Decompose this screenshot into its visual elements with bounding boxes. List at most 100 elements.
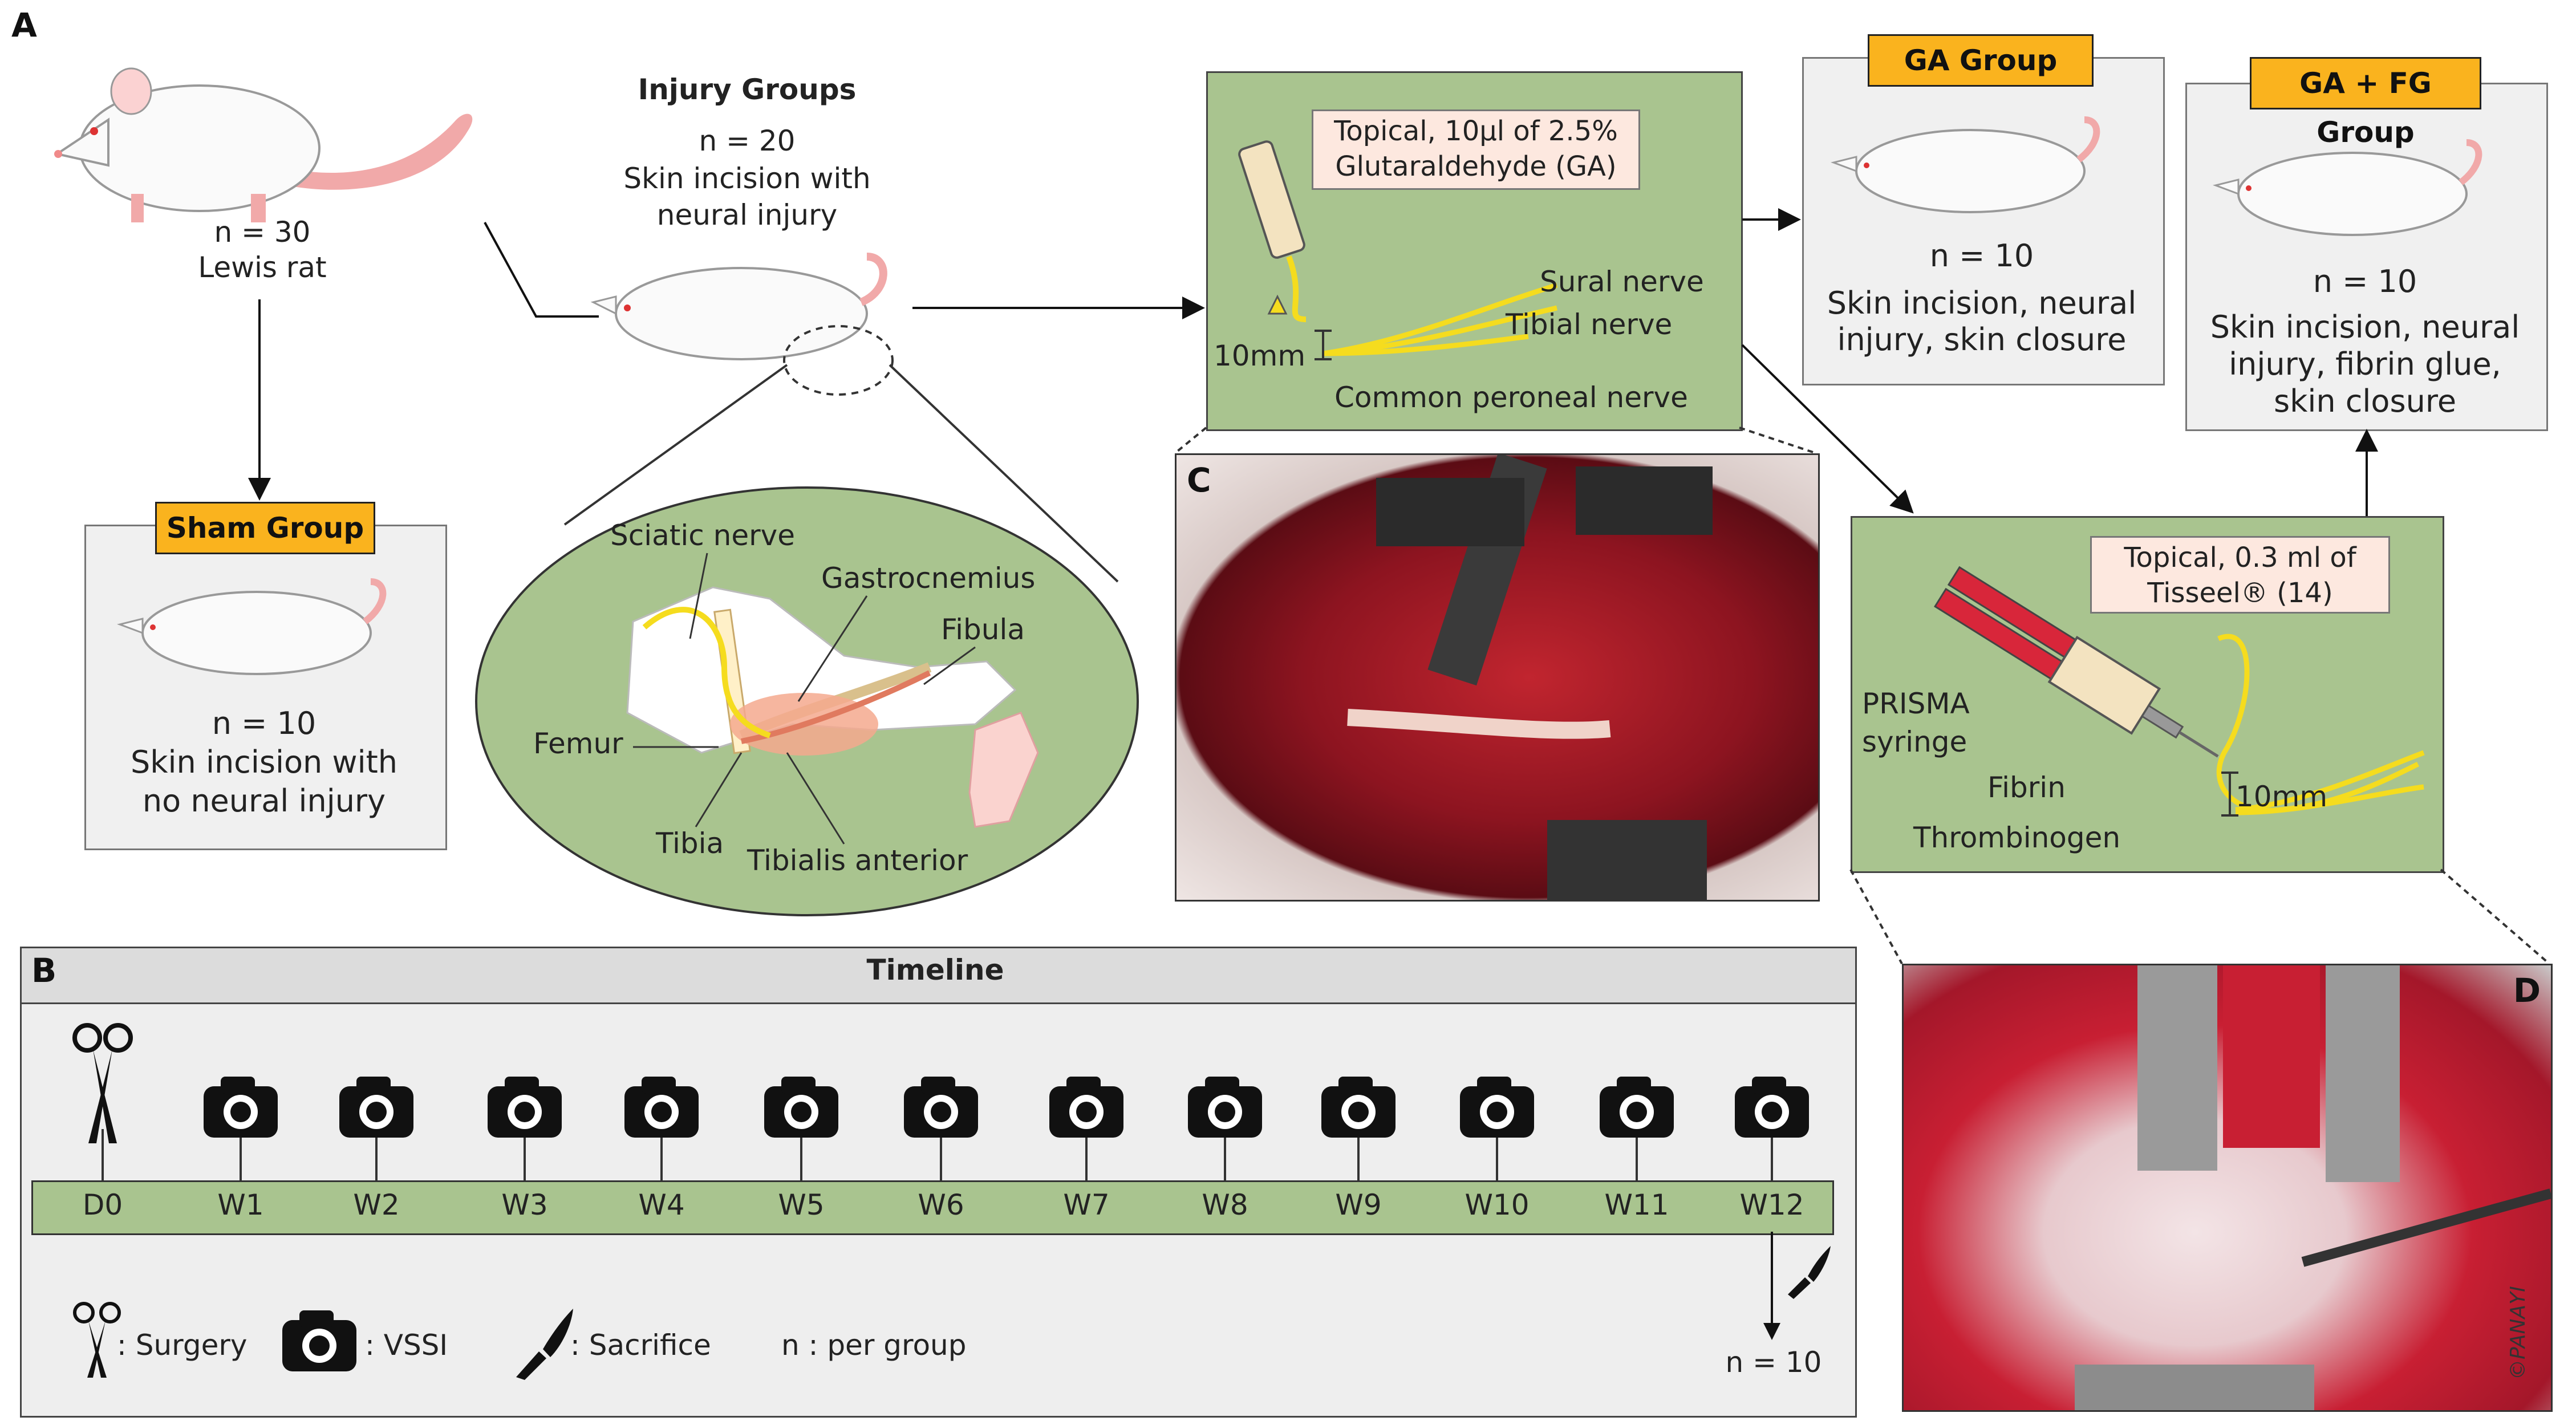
sham-n: n = 10 bbox=[212, 705, 317, 741]
camera-icon bbox=[1460, 1077, 1534, 1138]
timeline-tick bbox=[1357, 1129, 1360, 1182]
ga-group-line2: injury, skin closure bbox=[1837, 322, 2127, 358]
gafg-group-line2: injury, fibrin glue, bbox=[2229, 346, 2501, 382]
label-fibrin: Fibrin bbox=[1987, 771, 2066, 804]
gafg-group-n: n = 10 bbox=[2313, 263, 2417, 299]
label-ga-scale: 10mm bbox=[1214, 339, 1306, 372]
fg-callout-line2: Tisseel® (14) bbox=[2147, 577, 2333, 609]
ga-callout-line1: Topical, 10µl of 2.5% bbox=[1334, 115, 1618, 147]
timeline-tick bbox=[375, 1129, 378, 1182]
timeline-label: W10 bbox=[1465, 1188, 1530, 1221]
gafg-group-line3: skin closure bbox=[2273, 383, 2457, 419]
ga-group-line1: Skin incision, neural bbox=[1827, 285, 2137, 321]
timeline-tick bbox=[240, 1129, 242, 1182]
timeline-tick bbox=[660, 1129, 663, 1182]
timeline-label: W4 bbox=[638, 1188, 685, 1221]
sham-group-box bbox=[84, 525, 447, 850]
scissors-icon bbox=[72, 1023, 133, 1143]
timeline-tick bbox=[524, 1129, 526, 1182]
label-tibia: Tibia bbox=[656, 827, 724, 860]
label-tibial: Tibial nerve bbox=[1506, 308, 1673, 341]
timeline-tick bbox=[800, 1129, 802, 1182]
timeline-track bbox=[31, 1180, 1834, 1235]
camera-icon bbox=[624, 1077, 699, 1138]
ga-callout: Topical, 10µl of 2.5% Glutaraldehyde (GA… bbox=[1312, 109, 1640, 190]
sham-group-tag: Sham Group bbox=[155, 502, 375, 554]
camera-icon bbox=[1188, 1077, 1262, 1138]
timeline-tick bbox=[1636, 1129, 1638, 1182]
label-prisma2: syringe bbox=[1862, 725, 1968, 758]
camera-icon bbox=[764, 1077, 838, 1138]
injury-n: n = 20 bbox=[699, 124, 796, 157]
timeline-label: W8 bbox=[1202, 1188, 1248, 1221]
label-femur: Femur bbox=[533, 727, 623, 760]
ga-group-rat-illustration bbox=[1830, 116, 2100, 213]
label-prisma1: PRISMA bbox=[1862, 687, 1970, 720]
timeline-end-n: n = 10 bbox=[1725, 1346, 1822, 1379]
timeline-tick bbox=[1085, 1129, 1088, 1182]
gafg-group-rat-illustration bbox=[2212, 139, 2482, 236]
sacrifice-icon bbox=[1788, 1246, 1831, 1299]
timeline-header bbox=[20, 947, 1857, 1004]
timeline-label: W12 bbox=[1739, 1188, 1804, 1221]
panel-d-letter: D bbox=[2513, 971, 2541, 1010]
photo-c-overlay bbox=[1347, 455, 1713, 900]
start-label: Lewis rat bbox=[198, 251, 327, 284]
panel-a-letter: A bbox=[11, 6, 37, 44]
camera-icon bbox=[904, 1077, 978, 1138]
camera-icon bbox=[1735, 1077, 1809, 1138]
gafg-group-line1: Skin incision, neural bbox=[2210, 309, 2520, 345]
timeline-label: W9 bbox=[1335, 1188, 1382, 1221]
gafg-group-box bbox=[2185, 83, 2548, 431]
fg-callout-line1: Topical, 0.3 ml of bbox=[2124, 542, 2356, 574]
injury-line1: Skin incision with bbox=[623, 162, 871, 195]
sham-line2: no neural injury bbox=[142, 783, 386, 819]
prisma-syringe-illustration bbox=[1934, 566, 2219, 758]
timeline-tick bbox=[1496, 1129, 1498, 1182]
camera-icon bbox=[488, 1077, 562, 1138]
anatomy-zoom-ellipse bbox=[475, 486, 1139, 916]
label-fibula: Fibula bbox=[941, 613, 1025, 646]
legend-scalpel-icon bbox=[516, 1309, 573, 1380]
timeline-label: W3 bbox=[501, 1188, 548, 1221]
sham-line1: Skin incision with bbox=[131, 744, 397, 780]
label-thrombinogen: Thrombinogen bbox=[1913, 821, 2121, 854]
ga-nerve-illustration bbox=[1315, 282, 1558, 360]
timeline-tick bbox=[1771, 1129, 1773, 1182]
camera-icon bbox=[339, 1077, 413, 1138]
photo-c-surgical-field: C bbox=[1175, 453, 1820, 902]
timeline-label: W2 bbox=[353, 1188, 400, 1221]
legend-camera-icon bbox=[282, 1310, 356, 1371]
sham-rat-illustration bbox=[116, 578, 387, 675]
timeline-label: W11 bbox=[1604, 1188, 1669, 1221]
panel-b-letter: B bbox=[31, 951, 57, 990]
ga-callout-line2: Glutaraldehyde (GA) bbox=[1335, 151, 1617, 182]
timeline-tick bbox=[1224, 1129, 1226, 1182]
injury-rat-illustration bbox=[590, 253, 887, 360]
legend-sacrifice: : Sacrifice bbox=[570, 1329, 711, 1362]
legend-surgery: : Surgery bbox=[117, 1329, 248, 1362]
ga-group-tag: GA Group bbox=[1868, 34, 2094, 87]
label-fg-scale: 10mm bbox=[2236, 780, 2328, 813]
ga-syringe-illustration bbox=[1238, 140, 1307, 322]
timeline-tick bbox=[102, 1129, 104, 1182]
timeline-label: W1 bbox=[217, 1188, 264, 1221]
timeline-tick bbox=[940, 1129, 942, 1182]
label-tibialis: Tibialis anterior bbox=[747, 844, 968, 877]
camera-icon bbox=[1049, 1077, 1123, 1138]
camera-icon bbox=[1600, 1077, 1674, 1138]
legend-vssi: : VSSI bbox=[365, 1329, 448, 1362]
fg-callout: Topical, 0.3 ml of Tisseel® (14) bbox=[2090, 536, 2390, 614]
photo-d-surgical-field: D bbox=[1902, 964, 2553, 1412]
panel-c-letter: C bbox=[1187, 461, 1211, 500]
injury-line2: neural injury bbox=[656, 198, 838, 232]
injury-title: Injury Groups bbox=[638, 73, 857, 106]
fg-nerve-illustration bbox=[2216, 634, 2425, 817]
ga-group-n: n = 10 bbox=[1929, 238, 2034, 274]
label-sural: Sural nerve bbox=[1540, 265, 1704, 298]
gafg-group-tag: GA + FG Group bbox=[2250, 57, 2481, 149]
